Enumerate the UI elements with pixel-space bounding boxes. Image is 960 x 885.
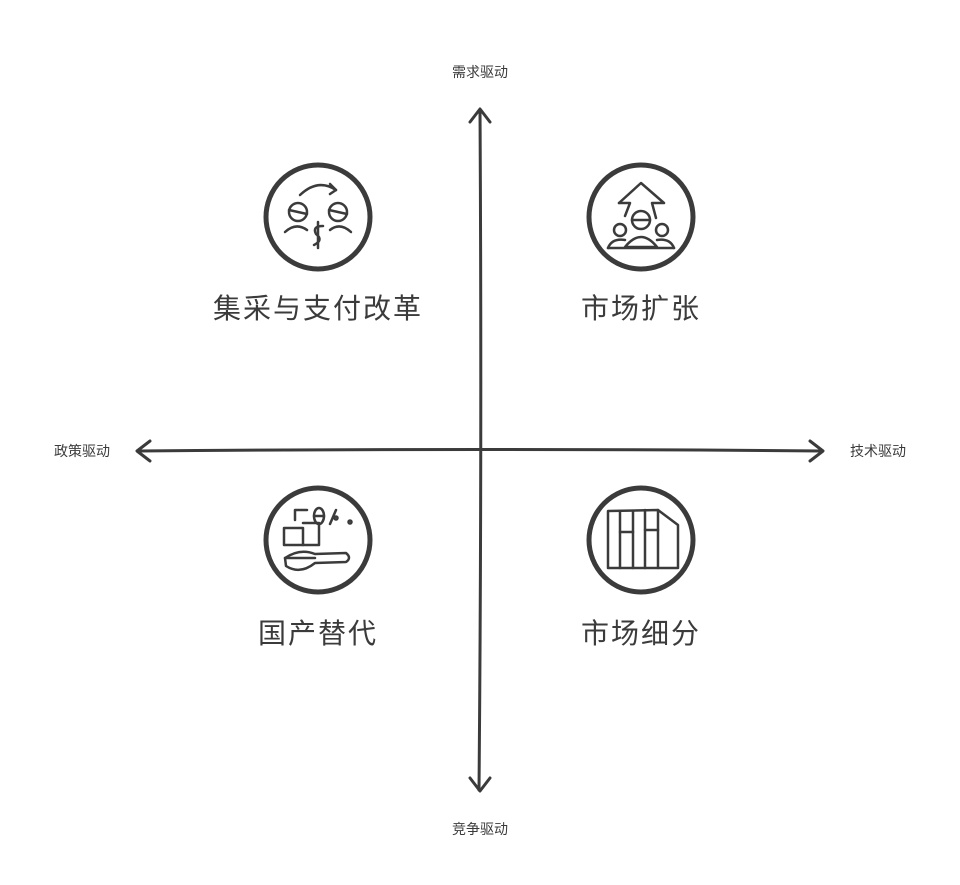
axis-label-right: 技术驱动 [850, 444, 906, 460]
arrow-down-icon [468, 776, 492, 793]
quadrant-label-bottom-left: 国产替代 [257, 617, 379, 650]
arrow-left-icon [135, 439, 152, 463]
quadrant-label-top-right: 市场扩张 [580, 292, 702, 325]
money-exchange-icon [263, 162, 373, 272]
group-growth-arrow-icon [586, 162, 696, 272]
blocks-spoon-percent-icon [263, 485, 373, 595]
arrow-right-icon [808, 439, 825, 463]
arrow-up-icon [468, 107, 492, 124]
quadrant-label-bottom-right: 市场细分 [580, 617, 702, 650]
quadrant-label-top-left: 集采与支付改革 [212, 292, 424, 325]
axis-label-bottom: 竞争驱动 [452, 822, 508, 838]
horizontal-axis [135, 439, 825, 463]
axis-label-top: 需求驱动 [452, 65, 508, 81]
axis-label-left: 政策驱动 [54, 444, 110, 460]
segmented-columns-icon [586, 485, 696, 595]
